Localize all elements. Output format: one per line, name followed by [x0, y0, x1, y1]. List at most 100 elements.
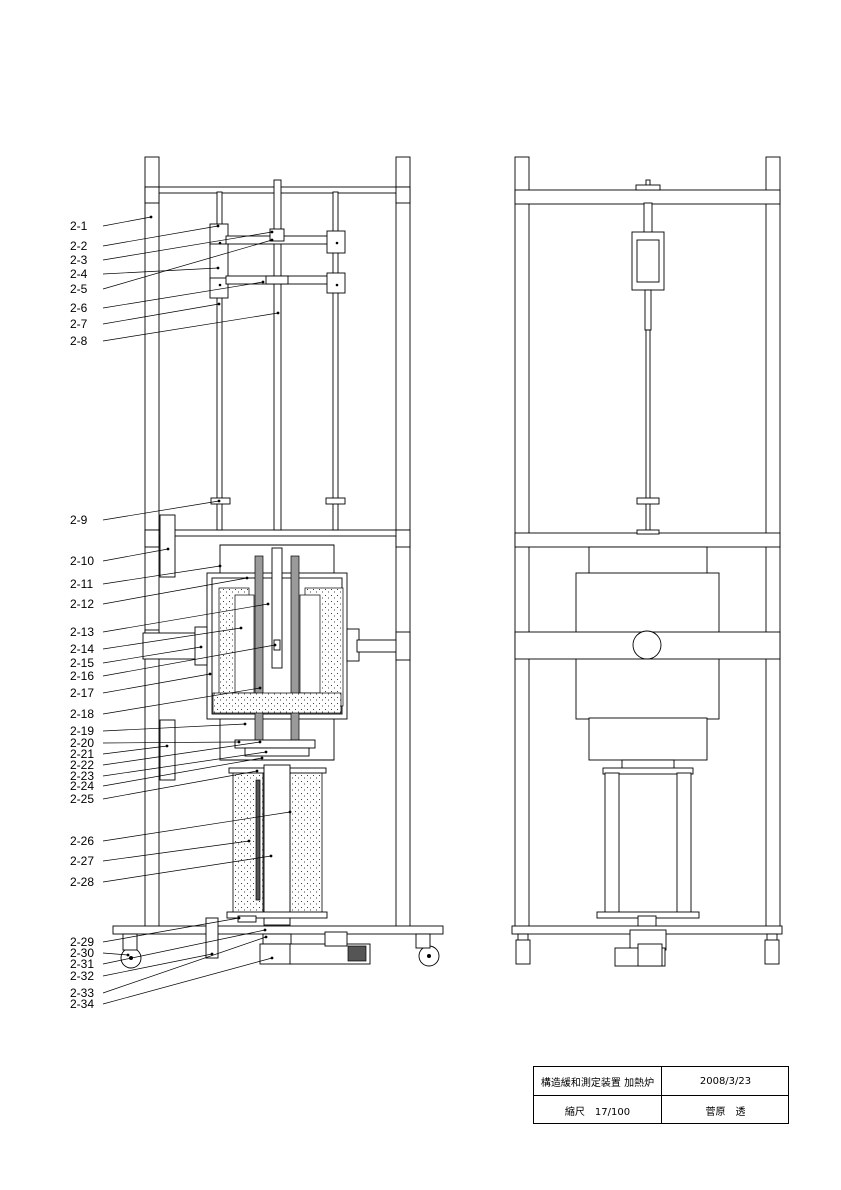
leader-line [102, 565, 221, 585]
heater-tube-left [254, 555, 264, 745]
callout-label: 2-21 [70, 747, 94, 761]
leader-line [102, 603, 269, 633]
base-platform [112, 925, 444, 935]
callout-label: 2-11 [70, 577, 93, 591]
leader-dot [208, 672, 212, 676]
leader-dot [166, 547, 170, 551]
title-block-scale: 縮尺 17/100 [534, 1096, 662, 1124]
leader-dot [270, 956, 274, 960]
callout-label: 2-5 [70, 282, 88, 296]
leader-dot [269, 854, 273, 858]
callout-label: 2-1 [70, 219, 88, 233]
heater-tube-right [290, 555, 300, 745]
leader-dot [243, 722, 247, 726]
leader-line [102, 312, 279, 342]
leader-line [102, 303, 220, 325]
side-view [511, 156, 783, 967]
leader-line [102, 936, 267, 994]
leader-dot [239, 626, 243, 630]
side-box-lower [159, 719, 176, 781]
callout-label: 2-22 [70, 758, 94, 772]
title-block-author: 菅原 透 [705, 1106, 746, 1118]
leader-line [102, 953, 213, 977]
leader-dot [237, 916, 241, 920]
middle-beam [144, 529, 411, 537]
leader-dot [264, 750, 268, 754]
leader-line [102, 644, 276, 677]
callout-label: 2-10 [70, 554, 94, 568]
leader-dot [270, 230, 274, 234]
callout-label: 2-27 [70, 854, 94, 868]
leader-dot [288, 810, 292, 814]
callout-label: 2-12 [70, 597, 94, 611]
callout-label: 2-19 [70, 724, 94, 738]
callout-label: 2-3 [70, 253, 88, 267]
front-view [112, 156, 444, 969]
leader-line [102, 840, 250, 862]
leader-dot [260, 756, 264, 760]
callout-label: 2-18 [70, 707, 94, 721]
leader-line [102, 723, 246, 732]
leader-dot [247, 839, 251, 843]
leader-line [102, 646, 202, 664]
leader-line [102, 687, 261, 715]
leader-line [102, 500, 220, 521]
leader-line [102, 855, 272, 883]
callout-label: 2-31 [70, 957, 94, 971]
leader-dot [216, 266, 220, 270]
callout-label: 2-4 [70, 267, 88, 281]
callout-label: 2-6 [70, 301, 88, 315]
leader-line [102, 267, 219, 275]
leader-dot [217, 499, 221, 503]
leader-dot [165, 744, 169, 748]
leader-line [102, 929, 266, 965]
callout-label: 2-32 [70, 969, 94, 983]
leader-dot [126, 953, 130, 957]
leader-dot [273, 643, 277, 647]
callout-label: 2-16 [70, 669, 94, 683]
title-block-date: 2008/3/23 [662, 1067, 789, 1096]
callout-label: 2-7 [70, 317, 88, 331]
leader-line [102, 952, 129, 956]
callout-label: 2-34 [70, 997, 94, 1011]
callout-label: 2-13 [70, 625, 94, 639]
leader-dot [199, 645, 203, 649]
leader-line [102, 281, 264, 309]
leader-line [102, 627, 242, 650]
leader-line [102, 917, 240, 943]
leader-line [102, 216, 152, 227]
leader-line [102, 741, 261, 766]
leader-dot [258, 740, 262, 744]
side-furnace-upper [588, 546, 708, 575]
leader-dot [258, 686, 262, 690]
leader-line [102, 745, 168, 755]
leader-dot [266, 602, 270, 606]
leader-dot [263, 928, 267, 932]
leader-line [102, 741, 240, 744]
callout-label: 2-17 [70, 686, 94, 700]
leader-line [102, 231, 273, 261]
callout-label: 2-24 [70, 779, 94, 793]
leader-dot [218, 564, 222, 568]
leader-line [102, 548, 169, 562]
leader-line [102, 239, 273, 290]
central-shaft [273, 179, 282, 531]
leader-line [102, 811, 291, 842]
guide-rod-right [332, 191, 339, 531]
callout-label: 2-8 [70, 334, 88, 348]
guide-rod-left [216, 191, 223, 531]
title-block: 構造緩和測定装置 加熱炉 2008/3/23 縮尺 17/100 菅原 透 [533, 1066, 789, 1124]
leader-dot [149, 215, 153, 219]
leader-line [102, 577, 248, 605]
leader-dot [261, 280, 265, 284]
callout-label: 2-26 [70, 834, 94, 848]
leader-line [102, 757, 263, 787]
leader-dot [216, 224, 220, 228]
callout-label: 2-30 [70, 946, 94, 960]
leader-lines [102, 215, 292, 1005]
leader-dot [255, 769, 259, 773]
leader-line [102, 225, 219, 247]
callout-label: 2-9 [70, 513, 88, 527]
callout-label: 2-20 [70, 736, 94, 750]
